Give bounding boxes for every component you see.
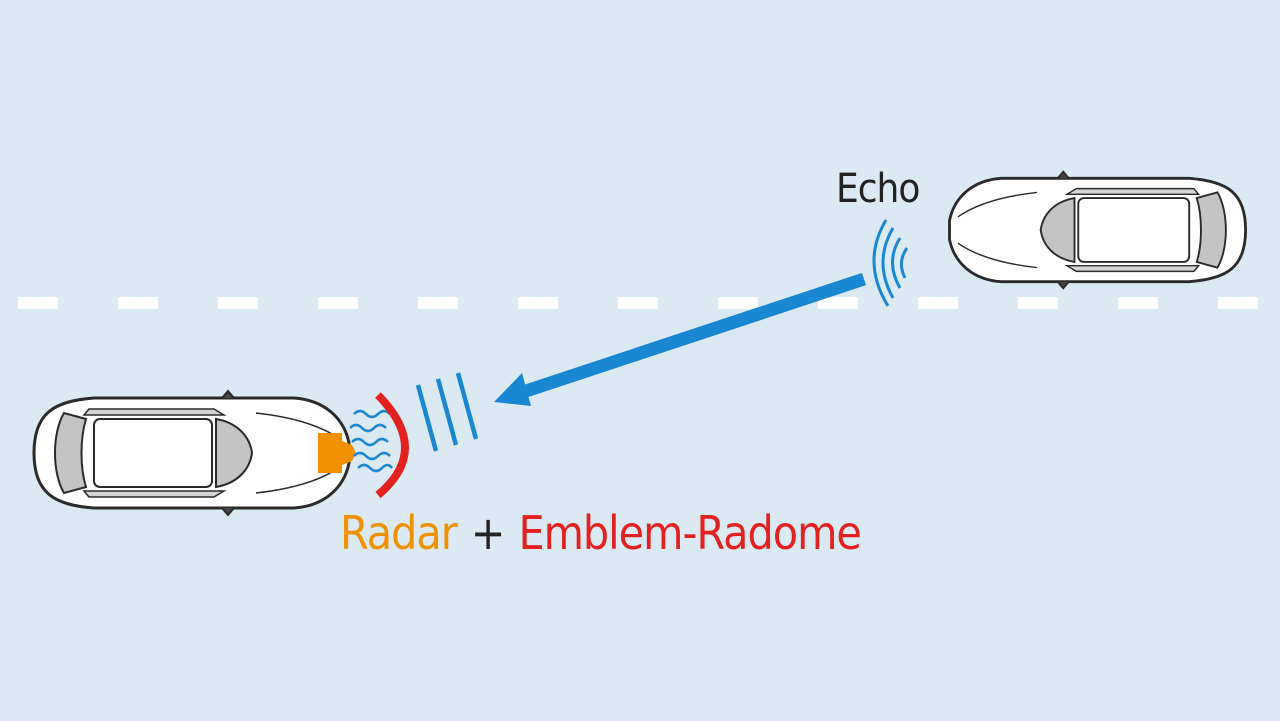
wave-icon xyxy=(349,409,394,473)
radar-caption: Radar+Emblem-Radome xyxy=(340,506,862,560)
emitted-signal-icon xyxy=(415,372,479,452)
echo-wave-icon xyxy=(872,219,909,307)
plus-sign: + xyxy=(470,506,506,560)
target-car-icon xyxy=(948,170,1248,290)
radar-sensor-icon xyxy=(318,433,356,473)
radome-icon xyxy=(375,392,409,499)
echo-label: Echo xyxy=(836,166,920,212)
emblem-radome-label: Emblem-Radome xyxy=(518,506,861,560)
radar-label: Radar xyxy=(340,506,458,560)
echo-arrow-icon xyxy=(494,272,867,406)
ego-car-icon xyxy=(32,389,351,517)
